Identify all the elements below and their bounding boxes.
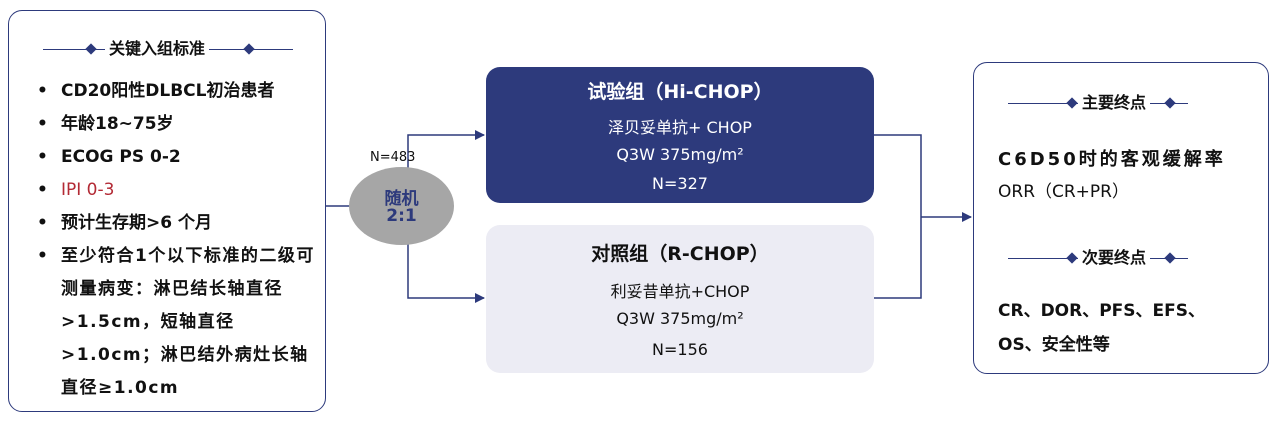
arrow-to-trial [407, 130, 485, 168]
criteria-header: 关键入组标准 [9, 39, 325, 59]
primary-endpoint-line2: ORR（CR+PR） [998, 182, 1129, 202]
bullet-icon: • [37, 213, 48, 233]
control-arm-n: N=156 [652, 340, 708, 359]
trial-arm-title: 试验组（Hi-CHOP） [587, 81, 773, 103]
diamond-icon [1066, 252, 1078, 264]
diamond-icon [1066, 97, 1078, 109]
arrow-to-control [407, 244, 485, 303]
bullet-icon: • [37, 147, 48, 167]
trial-arm-dose: Q3W 375mg/m² [616, 145, 744, 164]
control-arm-drug: 利妥昔单抗+CHOP [610, 282, 750, 301]
randomization-ratio: 2:1 [386, 206, 417, 226]
criteria-item: •至少符合1个以下标准的二级可测量病变：淋巴结长轴直径>1.5cm，短轴直径>1… [31, 240, 321, 405]
primary-endpoint-header: 主要终点 [974, 93, 1268, 113]
trial-arm-drug: 泽贝妥单抗+ CHOP [608, 118, 752, 137]
control-arm-title: 对照组（R-CHOP） [591, 243, 769, 265]
criteria-item: •ECOG PS 0-2 [31, 141, 321, 174]
criteria-list: •CD20阳性DLBCL初治患者 •年龄18~75岁 •ECOG PS 0-2 … [31, 75, 321, 405]
secondary-endpoint-line1: CR、DOR、PFS、EFS、 [998, 301, 1206, 321]
randomization-circle: 随机 2:1 [349, 167, 454, 245]
trial-arm-box: 试验组（Hi-CHOP） 泽贝妥单抗+ CHOP Q3W 375mg/m² N=… [486, 67, 874, 203]
control-arm-box: 对照组（R-CHOP） 利妥昔单抗+CHOP Q3W 375mg/m² N=15… [486, 225, 874, 373]
bullet-icon: • [37, 246, 50, 266]
trial-arm-n: N=327 [652, 174, 708, 193]
criteria-item: •预计生存期>6 个月 [31, 207, 321, 240]
merge-bracket [874, 134, 922, 299]
criteria-item-highlighted: •IPI 0-3 [31, 174, 321, 207]
primary-endpoint-line1: C6D50时的客观缓解率 [998, 149, 1226, 170]
primary-endpoint-title: 主要终点 [1078, 93, 1151, 113]
bullet-icon: • [37, 81, 48, 101]
secondary-endpoint-title: 次要终点 [1078, 248, 1151, 268]
inclusion-criteria-box: 关键入组标准 •CD20阳性DLBCL初治患者 •年龄18~75岁 •ECOG … [8, 10, 326, 412]
control-arm-dose: Q3W 375mg/m² [616, 309, 744, 328]
criteria-title: 关键入组标准 [105, 39, 210, 59]
criteria-item: •年龄18~75岁 [31, 108, 321, 141]
diamond-icon [1164, 97, 1176, 109]
criteria-item: •CD20阳性DLBCL初治患者 [31, 75, 321, 108]
diamond-icon [1164, 252, 1176, 264]
secondary-endpoint-header: 次要终点 [974, 248, 1268, 268]
randomization-label: 随机 [384, 189, 419, 209]
total-n-label: N=483 [370, 150, 416, 165]
bullet-icon: • [37, 114, 48, 134]
endpoints-box: 主要终点 C6D50时的客观缓解率 ORR（CR+PR） 次要终点 CR、DOR… [973, 62, 1269, 374]
bullet-icon: • [37, 180, 48, 200]
secondary-endpoint-line2: OS、安全性等 [998, 335, 1110, 355]
